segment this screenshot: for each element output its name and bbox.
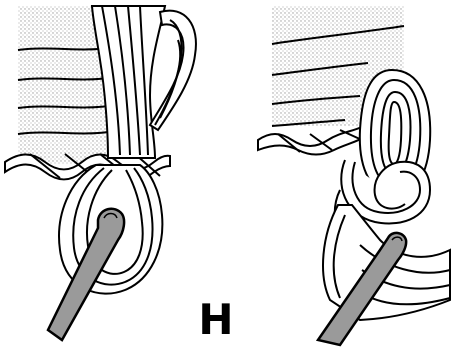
left-yarn-bundle [92, 6, 196, 158]
right-panel [258, 6, 450, 345]
step-label: H [198, 300, 234, 340]
left-panel [5, 6, 196, 340]
right-twisted-cord [258, 126, 370, 155]
